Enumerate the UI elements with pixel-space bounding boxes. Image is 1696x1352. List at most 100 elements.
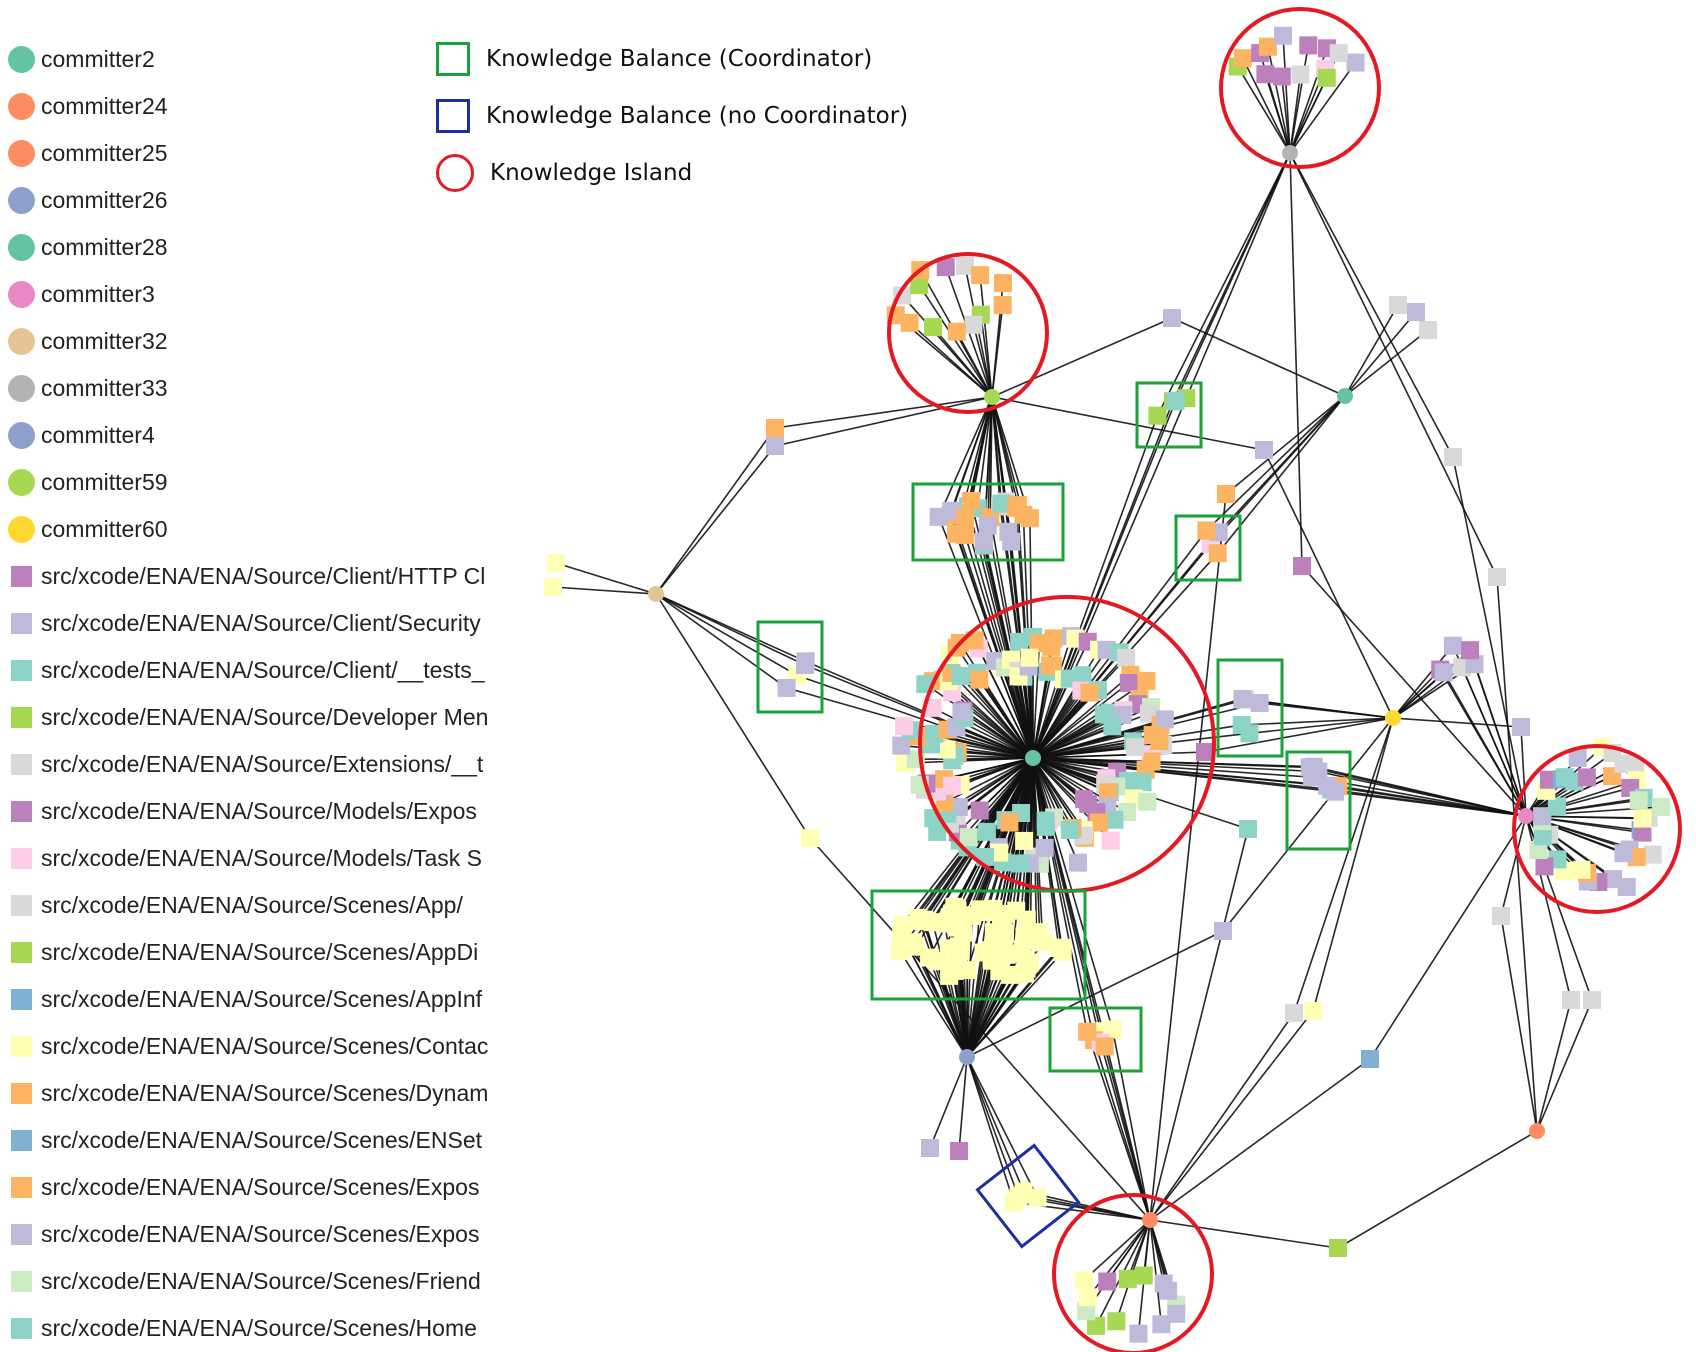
edge-line: [1032, 397, 1188, 759]
edge-line: [1032, 674, 1131, 759]
file-node: [942, 776, 961, 795]
file-node: [1258, 37, 1277, 56]
committer-node: [1142, 1212, 1158, 1228]
file-node: [1293, 557, 1311, 575]
legend-label: src/xcode/ENA/ENA/Source/Scenes/AppDi: [41, 939, 479, 965]
file-node: [951, 667, 970, 686]
file-node: [1214, 922, 1232, 940]
file-node: [1167, 1304, 1186, 1323]
file-node: [992, 494, 1011, 513]
edge-line: [1204, 717, 1394, 753]
file-node: [892, 925, 911, 944]
file-node: [1098, 1272, 1117, 1291]
file-node: [766, 419, 784, 437]
file-node: [1633, 823, 1652, 842]
file-node: [1020, 648, 1039, 667]
legend-label: src/xcode/ENA/ENA/Source/Models/Expos: [41, 798, 477, 824]
file-node: [958, 961, 977, 980]
file-node: [1000, 813, 1019, 832]
file-node: [1272, 67, 1291, 86]
edge-line: [1156, 152, 1291, 417]
circle-swatch-icon: [8, 375, 35, 402]
edge-line: [1289, 152, 1454, 458]
edge-line: [1311, 776, 1527, 817]
edge-line: [937, 516, 1034, 759]
edge-line: [1241, 717, 1394, 726]
edge-line: [966, 930, 1224, 1058]
file-node: [1562, 991, 1580, 1009]
file-node: [964, 315, 983, 334]
file-node: [1155, 710, 1174, 729]
file-node: [970, 801, 989, 820]
knowledge-balance-no-coordinator-box: [975, 1143, 1081, 1249]
edge-line: [1289, 152, 1303, 567]
edge-line: [805, 660, 1034, 759]
edge-line: [1032, 757, 1313, 779]
edge-line: [1289, 152, 1498, 578]
edge-line: [1500, 915, 1538, 1132]
file-node: [1492, 907, 1510, 925]
knowledge-balance-coordinator-box: [1216, 658, 1284, 758]
file-node: [1274, 26, 1293, 45]
file-node: [1318, 776, 1337, 795]
file-node: [1080, 683, 1099, 702]
edge-line: [1032, 757, 1336, 793]
edge-line: [1149, 493, 1227, 1221]
legend-label: src/xcode/ENA/ENA/Source/Scenes/Dynam: [41, 1080, 489, 1106]
legend-label: committer2: [41, 46, 155, 72]
edge-line: [1032, 757, 1071, 831]
file-node: [1291, 65, 1310, 84]
edge-line: [991, 396, 1017, 508]
edge-line: [991, 396, 1025, 516]
file-node: [890, 942, 909, 961]
committer-node: [1025, 750, 1041, 766]
edge-line: [966, 947, 1062, 1058]
legend-label: committer4: [41, 422, 155, 448]
legend-label: committer32: [41, 328, 168, 354]
legend-item: src/xcode/ENA/ENA/Source/Scenes/ENSet: [8, 1117, 523, 1164]
edge-line: [1263, 449, 1394, 719]
file-node: [1547, 797, 1566, 816]
square-swatch-icon: [11, 848, 32, 869]
file-node: [1629, 791, 1648, 810]
file-node: [978, 903, 997, 922]
edge-line: [991, 396, 1265, 451]
file-node: [547, 554, 565, 572]
edges: [552, 35, 1662, 1334]
edge-line: [1392, 717, 1522, 728]
edge-line: [1217, 395, 1346, 554]
file-node: [1419, 321, 1437, 339]
file-node: [1007, 498, 1026, 517]
edge-line: [1149, 828, 1249, 1221]
file-node: [900, 313, 919, 332]
edge-line: [1032, 415, 1159, 759]
legend-item: committer28: [8, 224, 523, 271]
file-node: [1117, 648, 1136, 667]
edge-line: [950, 672, 1034, 759]
legend-label: src/xcode/ENA/ENA/Source/Client/Security: [41, 610, 481, 636]
file-node: [1196, 743, 1214, 761]
file-node: [928, 822, 947, 841]
legend-item: committer25: [8, 130, 523, 177]
circle-swatch-icon: [8, 422, 35, 449]
file-node: [1087, 1316, 1106, 1335]
file-node: [923, 698, 942, 717]
file-node: [1255, 441, 1273, 459]
knowledge-balance-coordinator-box: [1048, 1006, 1143, 1073]
edge-line: [1205, 395, 1346, 532]
pattern-highlights: [756, 7, 1682, 1352]
file-node: [892, 736, 911, 755]
file-node: [1239, 820, 1257, 838]
legend-label: src/xcode/ENA/ENA/Source/Developer Men: [41, 704, 489, 730]
committer-node: [1282, 145, 1298, 161]
square-swatch-icon: [11, 1224, 32, 1245]
edge-line: [1337, 1130, 1538, 1249]
red-circle-icon: [436, 153, 474, 192]
file-node: [955, 256, 974, 275]
edge-line: [655, 593, 811, 839]
edge-line: [1032, 682, 1130, 759]
legend-label: src/xcode/ENA/ENA/Source/Client/__tests_: [41, 657, 485, 683]
key-item-coordinator: Knowledge Balance (Coordinator): [436, 30, 908, 87]
